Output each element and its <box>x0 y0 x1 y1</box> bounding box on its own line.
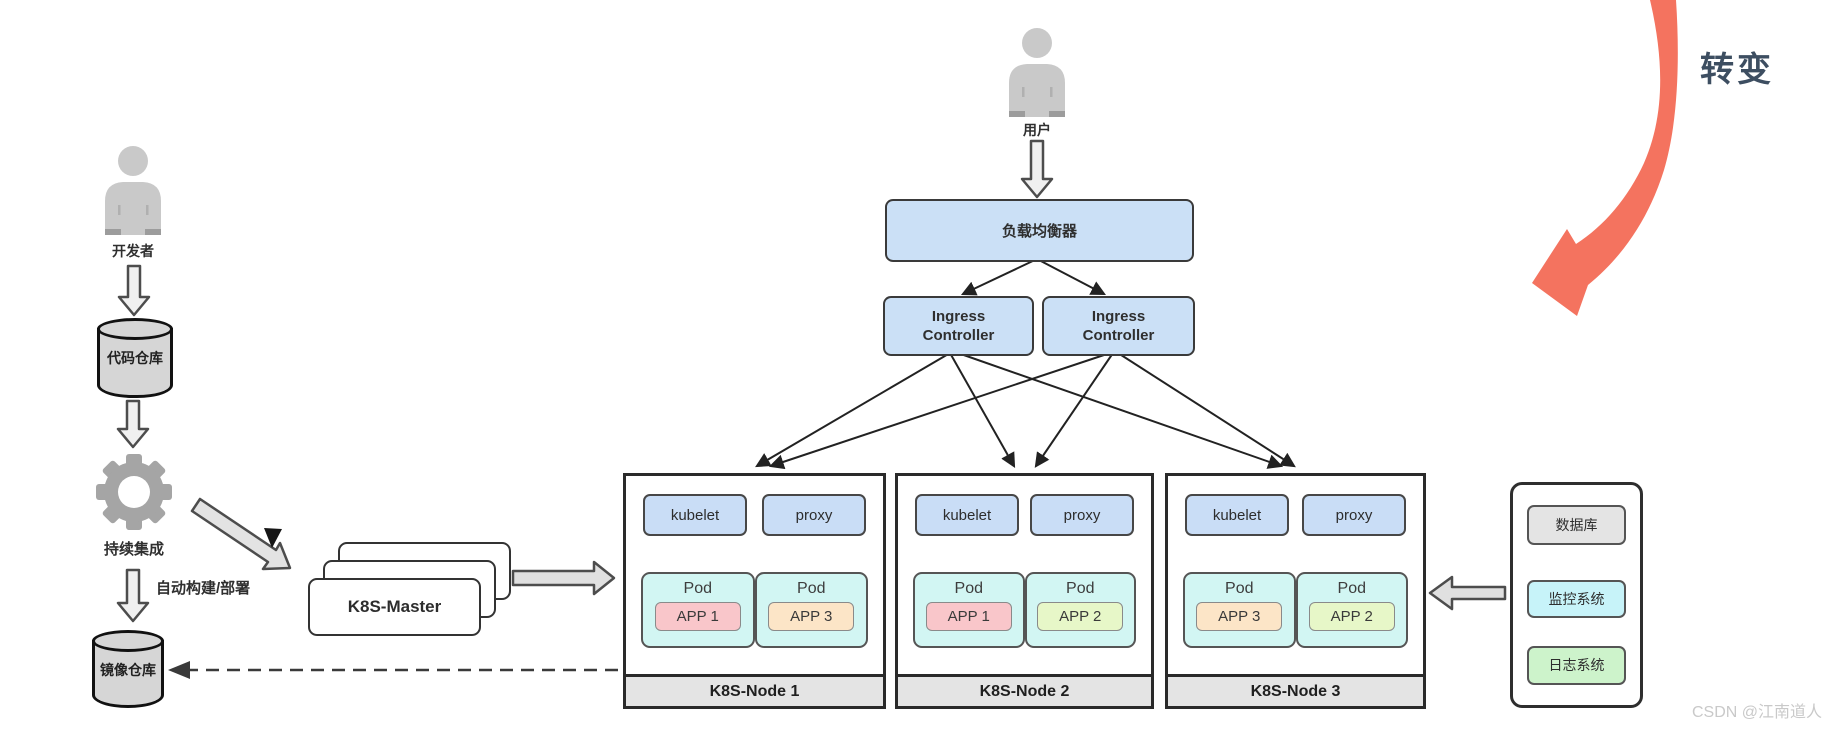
database-box: 数据库 <box>1527 505 1626 545</box>
ingress-to-node-arrows <box>755 352 1296 470</box>
pod-box: Pod APP 3 <box>1183 572 1296 648</box>
node-to-imagerepo-dashed-arrow <box>168 661 618 679</box>
logging-box: 日志系统 <box>1527 646 1626 685</box>
pods-row: Pod APP 3 Pod APP 2 <box>1168 572 1423 648</box>
kubelet-box: kubelet <box>915 494 1019 536</box>
k8s-node-1: kubelet proxy Pod APP 1 Pod APP 3 K8S-No… <box>623 473 886 709</box>
k8s-node-2: kubelet proxy Pod APP 1 Pod APP 2 K8S-No… <box>895 473 1154 709</box>
service-row: kubelet proxy <box>1168 494 1423 536</box>
ingress2-line2: Controller <box>1082 327 1155 344</box>
transform-curved-arrow <box>1532 0 1678 316</box>
code-repo-cylinder: 代码仓库 <box>97 318 173 398</box>
pods-row: Pod APP 1 Pod APP 2 <box>898 572 1151 648</box>
ci-label: 持续集成 <box>103 541 164 558</box>
pod-box: Pod APP 1 <box>641 572 755 648</box>
developer-icon <box>105 146 161 235</box>
pod-label: Pod <box>1337 580 1366 597</box>
pod-label: Pod <box>1066 580 1095 597</box>
monitoring-box: 监控系统 <box>1527 580 1626 618</box>
transform-label: 转变 <box>1700 51 1774 89</box>
user-to-lb-arrow <box>1020 139 1054 199</box>
cylinder-body <box>97 328 173 398</box>
master-label: K8S-Master <box>347 597 442 616</box>
k8s-node-3: kubelet proxy Pod APP 3 Pod APP 2 K8S-No… <box>1165 473 1426 709</box>
ci-gear-icon <box>96 454 172 530</box>
app-badge: APP 3 <box>1196 602 1283 631</box>
developer-to-coderepo-arrow <box>117 264 151 317</box>
service-row: kubelet proxy <box>626 494 883 536</box>
node-name-bar: K8S-Node 1 <box>626 674 883 706</box>
load-balancer-label: 负载均衡器 <box>1001 223 1077 240</box>
systems-to-node-arrow <box>1428 575 1507 611</box>
pod-label: Pod <box>683 580 712 597</box>
node-name-bar: K8S-Node 3 <box>1168 674 1423 706</box>
pod-label: Pod <box>954 580 983 597</box>
pod-box: Pod APP 1 <box>913 572 1025 648</box>
ci-to-master-arrow <box>190 497 292 571</box>
pod-box: Pod APP 3 <box>754 572 868 648</box>
cylinder-top <box>97 318 173 340</box>
image-repo-label: 镜像仓库 <box>100 661 156 678</box>
pod-box: Pod APP 2 <box>1024 572 1136 648</box>
ingress-controller-2-box: Ingress Controller <box>1042 296 1195 356</box>
ingress1-line2: Controller <box>922 327 995 344</box>
app-badge: APP 2 <box>1037 602 1124 631</box>
node-name-bar: K8S-Node 2 <box>898 674 1151 706</box>
kubelet-box: kubelet <box>643 494 747 536</box>
flow-arrows <box>116 139 1507 623</box>
user-icon <box>1009 28 1065 117</box>
pod-label: Pod <box>797 580 826 597</box>
pods-row: Pod APP 1 Pod APP 3 <box>626 572 883 648</box>
master-to-node-arrow <box>511 560 616 596</box>
watermark: CSDN @江南道人 <box>1691 704 1822 721</box>
pod-label: Pod <box>1225 580 1254 597</box>
pod-box: Pod APP 2 <box>1295 572 1408 648</box>
code-repo-label: 代码仓库 <box>107 350 163 367</box>
master-card-front: K8S-Master <box>308 578 481 636</box>
ingress2-line1: Ingress <box>1091 307 1146 325</box>
auto-deploy-label: 自动构建/部署 <box>156 580 251 597</box>
user-label: 用户 <box>1023 122 1051 138</box>
ci-to-imagerepo-arrow <box>116 568 150 623</box>
app-badge: APP 1 <box>925 602 1012 631</box>
app-badge: APP 2 <box>1308 602 1395 631</box>
proxy-box: proxy <box>1302 494 1406 536</box>
service-row: kubelet proxy <box>898 494 1151 536</box>
support-systems-box: 数据库 监控系统 日志系统 <box>1510 482 1643 708</box>
deploy-marker-triangle <box>264 528 282 548</box>
cylinder-top <box>92 630 164 652</box>
proxy-box: proxy <box>1030 494 1134 536</box>
app-badge: APP 1 <box>654 602 741 631</box>
ingress-controller-1-box: Ingress Controller <box>883 296 1034 356</box>
kubelet-box: kubelet <box>1185 494 1289 536</box>
coderepo-to-ci-arrow <box>116 399 150 449</box>
image-repo-cylinder: 镜像仓库 <box>92 630 164 708</box>
load-balancer-box: 负载均衡器 <box>885 199 1194 262</box>
app-badge: APP 3 <box>768 602 855 631</box>
developer-label: 开发者 <box>112 243 154 259</box>
ingress1-line1: Ingress <box>931 307 986 325</box>
proxy-box: proxy <box>762 494 866 536</box>
lb-to-ingress-arrows <box>960 258 1106 296</box>
